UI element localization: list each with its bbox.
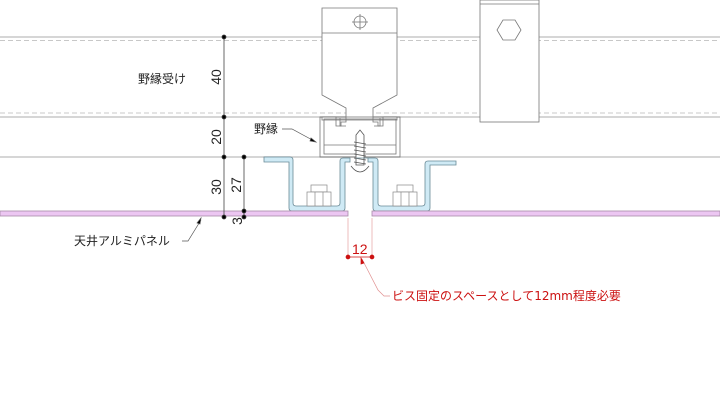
gap-dimension [345,218,390,297]
gap-dimension-12: 12 [352,241,368,257]
dimension-lines [221,34,247,220]
bolt-nuts [306,184,418,207]
screw-space-note: ビス固定のスペースとして12mm程度必要 [392,289,621,303]
hanger-clip [321,7,398,127]
hanger-bracket [479,0,540,123]
ceiling-panel-label: 天井アルミパネル [74,234,170,248]
furring-receiver-label: 野縁受け [138,72,187,86]
ceiling-panels [0,210,720,217]
dimension-27: 27 [227,177,244,193]
leader-lines [182,128,318,242]
dimension-20: 20 [207,129,224,145]
dimension-3: 3 [228,217,245,225]
dimension-40: 40 [207,69,224,85]
screw [350,129,370,173]
furring-label: 野縁 [254,122,279,136]
dimension-30: 30 [207,179,224,195]
